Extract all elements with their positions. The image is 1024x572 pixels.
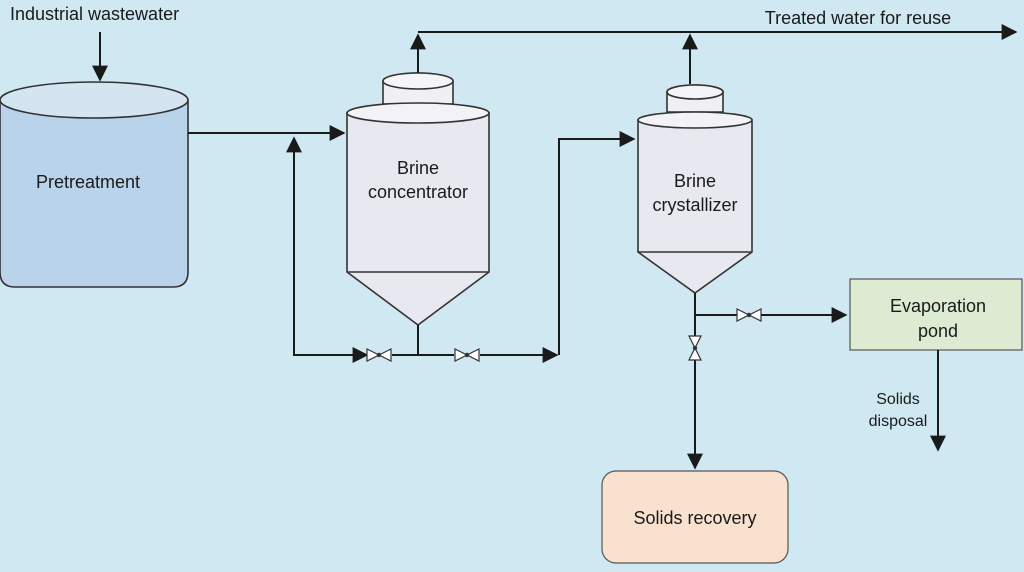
evaporation-pond: Evaporation pond xyxy=(849,278,1023,351)
concentrator-label-line1: Brine xyxy=(397,158,439,178)
solids-disposal-label-line2: disposal xyxy=(869,413,928,430)
solids-recovery: Solids recovery xyxy=(601,470,789,564)
valve-evap-pond xyxy=(736,308,762,322)
pipe-to-crystallizer xyxy=(558,131,636,355)
evap-label-line1: Evaporation xyxy=(890,296,986,316)
output-label: Treated water for reuse xyxy=(765,8,951,28)
crystallizer-label-line1: Brine xyxy=(674,171,716,191)
solids-recovery-label: Solids recovery xyxy=(633,508,756,528)
brine-crystallizer: Brine crystallizer xyxy=(637,84,753,294)
input-label: Industrial wastewater xyxy=(10,4,179,24)
solids-disposal-label-line1: Solids xyxy=(876,391,920,408)
valve-recycle xyxy=(366,348,392,362)
recycle-loop xyxy=(286,136,369,363)
pretreatment-tank: Pretreatment xyxy=(0,81,189,288)
crystallizer-label-line2: crystallizer xyxy=(652,195,737,215)
valve-solids-recovery xyxy=(688,335,702,361)
brine-concentrator: Brine concentrator xyxy=(346,72,490,326)
concentrator-label-line2: concentrator xyxy=(368,182,468,202)
evap-label-line2: pond xyxy=(918,321,958,341)
valve-crystallizer-feed xyxy=(454,348,480,362)
pretreatment-label: Pretreatment xyxy=(36,172,140,192)
